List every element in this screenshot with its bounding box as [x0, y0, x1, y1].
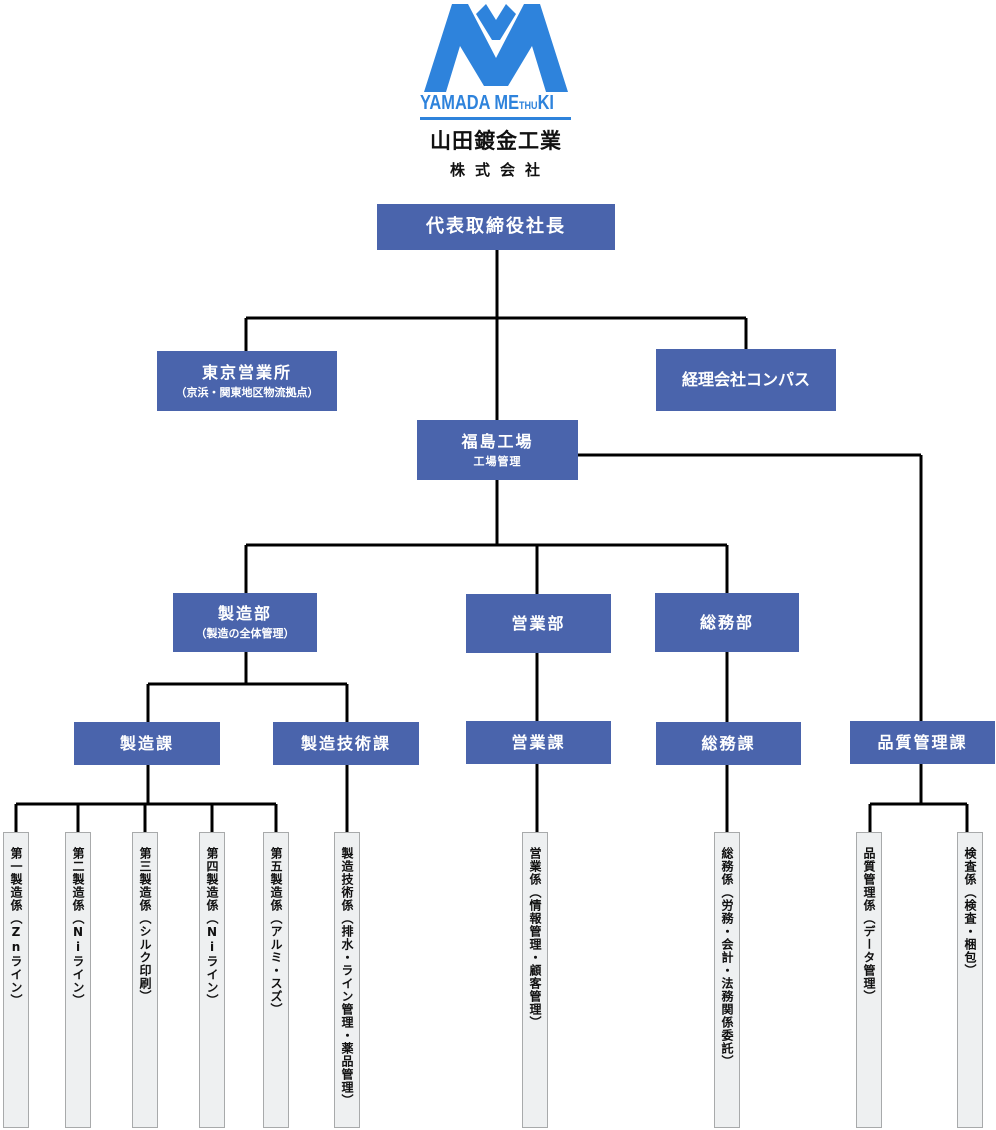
- manufacturing-section-title: 製造課: [119, 733, 174, 753]
- leaf-mfg-tech-label: 製造技術係（排水・ライン管理・薬品管理）: [340, 847, 354, 1107]
- fukushima-sub: 工場管理: [473, 454, 522, 468]
- tokyo-office-title: 東京営業所: [201, 362, 292, 382]
- general-affairs-section-box: 総務課: [656, 722, 801, 765]
- leaf-second-manufacturing: 第二製造係（Niライン）: [65, 832, 91, 1128]
- leaf-third-manufacturing: 第三製造係（シルク印刷）: [132, 832, 158, 1128]
- general-affairs-dept-title: 総務部: [699, 612, 754, 632]
- leaf-general-affairs: 総務係（労務・会計・法務関係委託）: [714, 832, 740, 1128]
- general-affairs-dept-box: 総務部: [655, 593, 799, 652]
- sales-section-box: 営業課: [466, 721, 611, 764]
- leaf-quality-control-label: 品質管理係（データ管理）: [862, 847, 876, 1003]
- ceo-title: 代表取締役社長: [426, 216, 566, 237]
- leaf-second-manufacturing-label: 第二製造係（Niライン）: [71, 847, 85, 1007]
- quality-control-section-box: 品質管理課: [850, 721, 995, 764]
- manufacturing-dept-title: 製造部: [217, 604, 272, 623]
- logo-brand-text: YAMADA METHUKI: [420, 92, 554, 114]
- company-type: 株式会社: [449, 161, 550, 179]
- mfg-tech-section-box: 製造技術課: [273, 722, 419, 765]
- leaf-general-affairs-label: 総務係（労務・会計・法務関係委託）: [720, 847, 734, 1068]
- leaf-fifth-manufacturing-label: 第五製造係（アルミ・スズ）: [269, 847, 283, 1016]
- leaf-first-manufacturing-label: 第一製造係（Znライン）: [9, 847, 23, 1007]
- manufacturing-section-box: 製造課: [74, 722, 220, 765]
- leaf-quality-control: 品質管理係（データ管理）: [856, 832, 882, 1128]
- company-name: 山田鍍金工業: [430, 129, 562, 153]
- quality-control-section-title: 品質管理課: [877, 732, 968, 752]
- leaf-fourth-manufacturing: 第四製造係（Niライン）: [199, 832, 225, 1128]
- general-affairs-section-title: 総務課: [701, 733, 756, 753]
- logo-brand-end: KI: [537, 92, 554, 114]
- fukushima-factory-box: 福島工場 工場管理: [417, 420, 578, 480]
- leaf-fifth-manufacturing: 第五製造係（アルミ・スズ）: [263, 832, 289, 1128]
- manufacturing-dept-sub: （製造の全体管理）: [195, 627, 295, 640]
- sales-dept-box: 営業部: [466, 594, 611, 653]
- manufacturing-dept-box: 製造部 （製造の全体管理）: [173, 593, 317, 652]
- logo-brand-main: YAMADA ME: [420, 92, 520, 114]
- accounting-box: 経理会社コンパス: [656, 349, 836, 411]
- tokyo-office-box: 東京営業所 （京浜・関東地区物流拠点）: [157, 351, 337, 411]
- yamada-logo-mark: [424, 4, 568, 92]
- leaf-inspection-label: 検査係（検査・梱包）: [963, 847, 977, 977]
- leaf-fourth-manufacturing-label: 第四製造係（Niライン）: [205, 847, 219, 1007]
- accounting-title: 経理会社コンパス: [681, 370, 810, 389]
- leaf-mfg-tech: 製造技術係（排水・ライン管理・薬品管理）: [334, 832, 360, 1128]
- tokyo-office-sub: （京浜・関東地区物流拠点）: [175, 385, 319, 399]
- sales-dept-title: 営業部: [511, 613, 566, 633]
- leaf-third-manufacturing-label: 第三製造係（シルク印刷）: [138, 847, 152, 1003]
- logo-underline: [420, 117, 571, 120]
- sales-section-title: 営業課: [511, 732, 566, 752]
- mfg-tech-section-title: 製造技術課: [300, 733, 391, 753]
- ceo-box: 代表取締役社長: [377, 204, 615, 250]
- leaf-first-manufacturing: 第一製造係（Znライン）: [3, 832, 29, 1128]
- leaf-sales: 営業係（情報管理・顧客管理）: [522, 832, 548, 1128]
- leaf-sales-label: 営業係（情報管理・顧客管理）: [528, 847, 542, 1029]
- logo-brand-small: THU: [519, 100, 538, 112]
- fukushima-title: 福島工場: [461, 431, 534, 451]
- leaf-inspection: 検査係（検査・梱包）: [957, 832, 983, 1128]
